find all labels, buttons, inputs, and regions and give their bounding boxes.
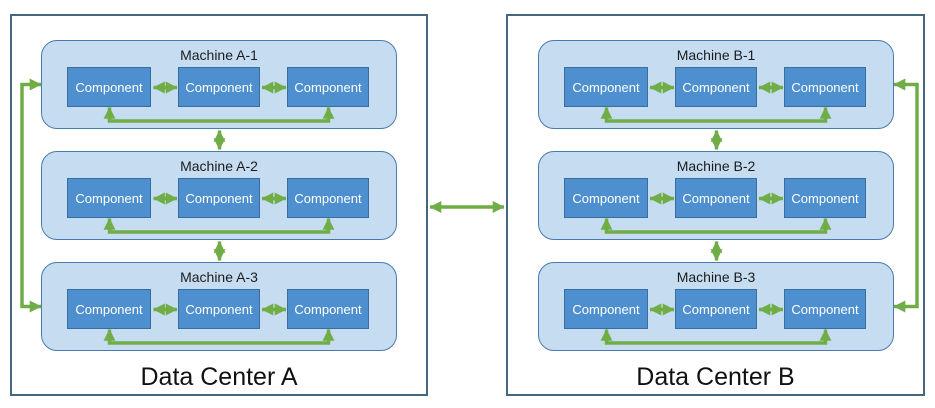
machine-b2-label: Machine B-2 xyxy=(676,158,756,174)
component-node: Component xyxy=(287,178,369,218)
datacenter-a-label: Data Center A xyxy=(140,363,298,391)
component-node: Component xyxy=(675,67,757,107)
component-node: Component xyxy=(784,178,866,218)
component-node: Component xyxy=(784,289,866,329)
machine-b2: Machine B-2 Component Component Componen… xyxy=(538,151,894,240)
machine-a1-label: Machine A-1 xyxy=(180,47,258,63)
datacenter-b: Machine B-1 Component Component Componen… xyxy=(506,14,925,396)
component-node: Component xyxy=(675,289,757,329)
machine-a2-label: Machine A-2 xyxy=(180,158,258,174)
component-node: Component xyxy=(178,289,260,329)
machine-b3: Machine B-3 Component Component Componen… xyxy=(538,262,894,351)
component-node: Component xyxy=(67,67,151,107)
component-node: Component xyxy=(564,178,648,218)
machine-b1-label: Machine B-1 xyxy=(676,47,756,63)
component-node: Component xyxy=(178,67,260,107)
component-node: Component xyxy=(178,178,260,218)
datacenter-b-label: Data Center B xyxy=(636,363,795,391)
component-node: Component xyxy=(564,289,648,329)
machine-a1: Machine A-1 Component Component Componen… xyxy=(41,40,397,129)
component-node: Component xyxy=(287,289,369,329)
component-node: Component xyxy=(67,178,151,218)
machine-a2: Machine A-2 Component Component Componen… xyxy=(41,151,397,240)
component-node: Component xyxy=(675,178,757,218)
machine-b3-label: Machine B-3 xyxy=(676,269,756,285)
machine-b1: Machine B-1 Component Component Componen… xyxy=(538,40,894,129)
component-node: Component xyxy=(67,289,151,329)
machine-a3-label: Machine A-3 xyxy=(180,269,258,285)
component-node: Component xyxy=(564,67,648,107)
component-node: Component xyxy=(287,67,369,107)
machine-a3: Machine A-3 Component Component Componen… xyxy=(41,262,397,351)
datacenter-a: Machine A-1 Component Component Componen… xyxy=(10,14,428,396)
component-node: Component xyxy=(784,67,866,107)
